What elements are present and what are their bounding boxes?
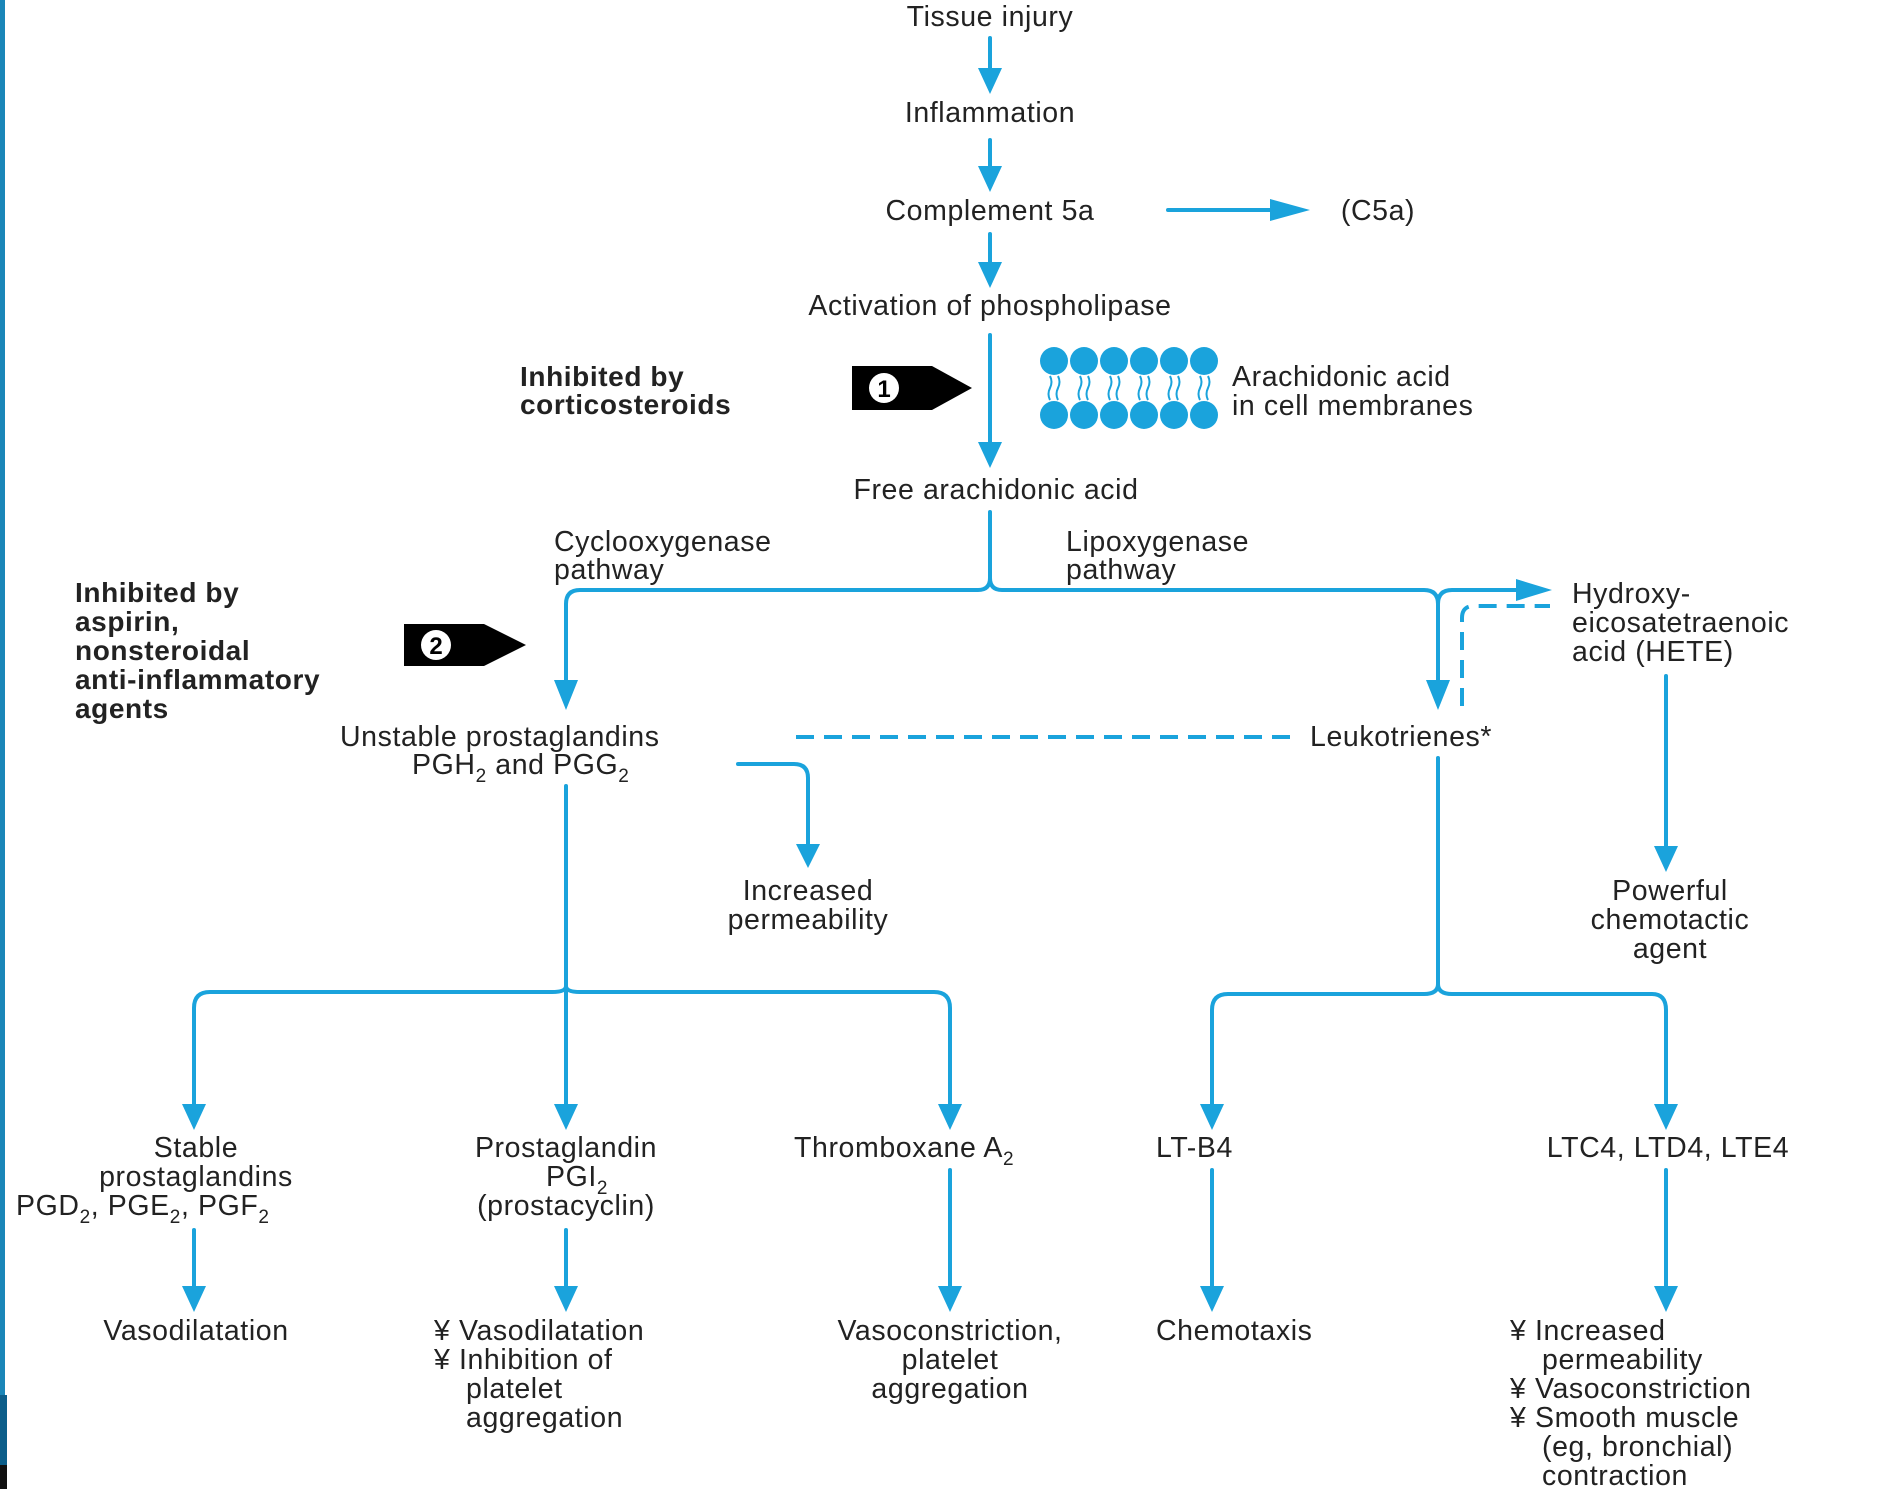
node-leukotrienes: Leukotrienes* (1310, 721, 1492, 753)
arrowhead-leukotrienes (1426, 680, 1450, 710)
inhibitor-nsaid-line2: aspirin, (75, 606, 179, 637)
node-pgi-line1: Prostaglandin (475, 1132, 657, 1164)
inhibitor-nsaid-line4: anti-inflammatory (75, 664, 320, 695)
inhibitor-corticosteroids-line2: corticosteroids (520, 389, 731, 420)
connector-cox-split-left (192, 984, 568, 1108)
node-membrane-line2: in cell membranes (1232, 390, 1473, 422)
arrowhead-chemotactic (1654, 846, 1678, 872)
outcome-lt-line6: contraction (1542, 1460, 1688, 1489)
outcome-pgi-line3: platelet (466, 1373, 563, 1405)
node-complement: Complement 5a (886, 195, 1095, 227)
arrowhead-c5a (1270, 199, 1310, 221)
node-ltb4: LT-B4 (1156, 1132, 1233, 1164)
outcome-txa-line1: Vasoconstriction, (837, 1315, 1062, 1347)
arrowhead-txa (938, 1104, 962, 1130)
node-permeability-line2: permeability (728, 904, 889, 936)
outcome-pgi-line4: aggregation (466, 1402, 623, 1434)
connector-cox-split-right (564, 984, 952, 1108)
arrowhead-ltc4 (1654, 1104, 1678, 1130)
arrowhead-free-aa (978, 442, 1002, 468)
node-stable-pg-line2: prostaglandins (99, 1161, 293, 1193)
arrowhead-ltc4-outcome (1654, 1286, 1678, 1312)
badge-2-icon: 2 (404, 624, 526, 666)
node-phospholipase: Activation of phospholipase (808, 290, 1171, 322)
arrowhead-inflammation (978, 68, 1002, 94)
dashed-leukotriene-hete-link (1460, 604, 1550, 706)
node-thromboxane: Thromboxane A2 (794, 1132, 1014, 1170)
node-free-arachidonic-acid: Free arachidonic acid (853, 474, 1138, 506)
arrowhead-unstable-pg (554, 680, 578, 710)
inhibitor-nsaid-line3: nonsteroidal (75, 635, 250, 666)
badge-2-number: 2 (429, 633, 442, 660)
node-inflammation: Inflammation (905, 97, 1075, 129)
inhibitor-nsaid-line5: agents (75, 693, 169, 724)
arrowhead-phospholipase (978, 262, 1002, 288)
inhibitor-nsaid-line1: Inhibited by (75, 577, 239, 608)
node-hete-line1: Hydroxy- (1572, 578, 1691, 610)
node-permeability-line1: Increased (743, 875, 874, 907)
outcome-txa-line3: aggregation (871, 1373, 1028, 1405)
badge-1-number: 1 (877, 376, 890, 403)
label-cox-line1: Cyclooxygenase (554, 526, 772, 558)
node-stable-pg-line3: PGD2, PGE2, PGF2 (16, 1190, 270, 1228)
connector-lox-split-right (1436, 982, 1668, 1108)
connector-lox-split-left (1210, 982, 1440, 1108)
arrowhead-complement (978, 166, 1002, 192)
outcome-lt-line1: ¥ Increased (1509, 1315, 1666, 1347)
node-chemotactic-line2: chemotactic (1591, 904, 1750, 936)
node-unstable-pg-line1: Unstable prostaglandins (340, 721, 660, 753)
label-lox-line2: pathway (1066, 554, 1177, 586)
arrowhead-ltb4 (1200, 1104, 1224, 1130)
outcome-txa-line2: platelet (902, 1344, 999, 1376)
inhibitor-corticosteroids-line1: Inhibited by (520, 361, 684, 392)
node-chemotactic-line3: agent (1633, 933, 1707, 965)
cell-membrane-icon (1040, 347, 1218, 429)
left-edge-strip (0, 0, 5, 1489)
arrowhead-pgi-outcome (554, 1286, 578, 1312)
node-c5a: (C5a) (1341, 195, 1415, 227)
arrowhead-chemotaxis (1200, 1286, 1224, 1312)
node-tissue-injury: Tissue injury (907, 1, 1074, 33)
outcome-vasodilatation: Vasodilatation (103, 1315, 288, 1347)
left-edge-corner (0, 1395, 7, 1465)
outcome-lt-line3: ¥ Vasoconstriction (1509, 1373, 1752, 1405)
outcome-lt-line4: ¥ Smooth muscle (1509, 1402, 1739, 1434)
connector-lox-branch (988, 576, 1440, 682)
node-chemotactic-line1: Powerful (1612, 875, 1728, 907)
arrowhead-vasodilatation (182, 1286, 206, 1312)
outcome-pgi-line2: ¥ Inhibition of (433, 1344, 613, 1376)
arrowhead-hete (1516, 579, 1552, 601)
label-lox-line1: Lipoxygenase (1066, 526, 1249, 558)
node-membrane-line1: Arachidonic acid (1232, 361, 1451, 393)
node-pgi-line2: PGI2 (546, 1161, 608, 1199)
node-stable-pg-line1: Stable (154, 1132, 238, 1164)
arrow-unstable-permeability (736, 762, 810, 848)
left-edge-bottom (0, 1465, 7, 1489)
outcome-chemotaxis: Chemotaxis (1156, 1315, 1312, 1347)
outcome-lt-line5: (eg, bronchial) (1542, 1431, 1733, 1463)
arrowhead-stable (182, 1104, 206, 1130)
arrowhead-txa-outcome (938, 1286, 962, 1312)
node-pgi-line3: (prostacyclin) (477, 1190, 655, 1222)
outcome-pgi-line1: ¥ Vasodilatation (433, 1315, 644, 1347)
badge-1-icon: 1 (852, 366, 972, 410)
label-cox-line2: pathway (554, 554, 665, 586)
arrowhead-permeability (796, 844, 820, 868)
node-hete-line2: eicosatetraenoic (1572, 607, 1789, 639)
node-ltc4-ltd4-lte4: LTC4, LTD4, LTE4 (1547, 1132, 1789, 1164)
node-hete-line3: acid (HETE) (1572, 636, 1734, 668)
connector-hete-branch (1436, 588, 1524, 606)
outcome-lt-line2: permeability (1542, 1344, 1703, 1376)
node-unstable-pg-line2: PGH2 and PGG2 (412, 749, 629, 787)
arrowhead-pgi (554, 1104, 578, 1130)
